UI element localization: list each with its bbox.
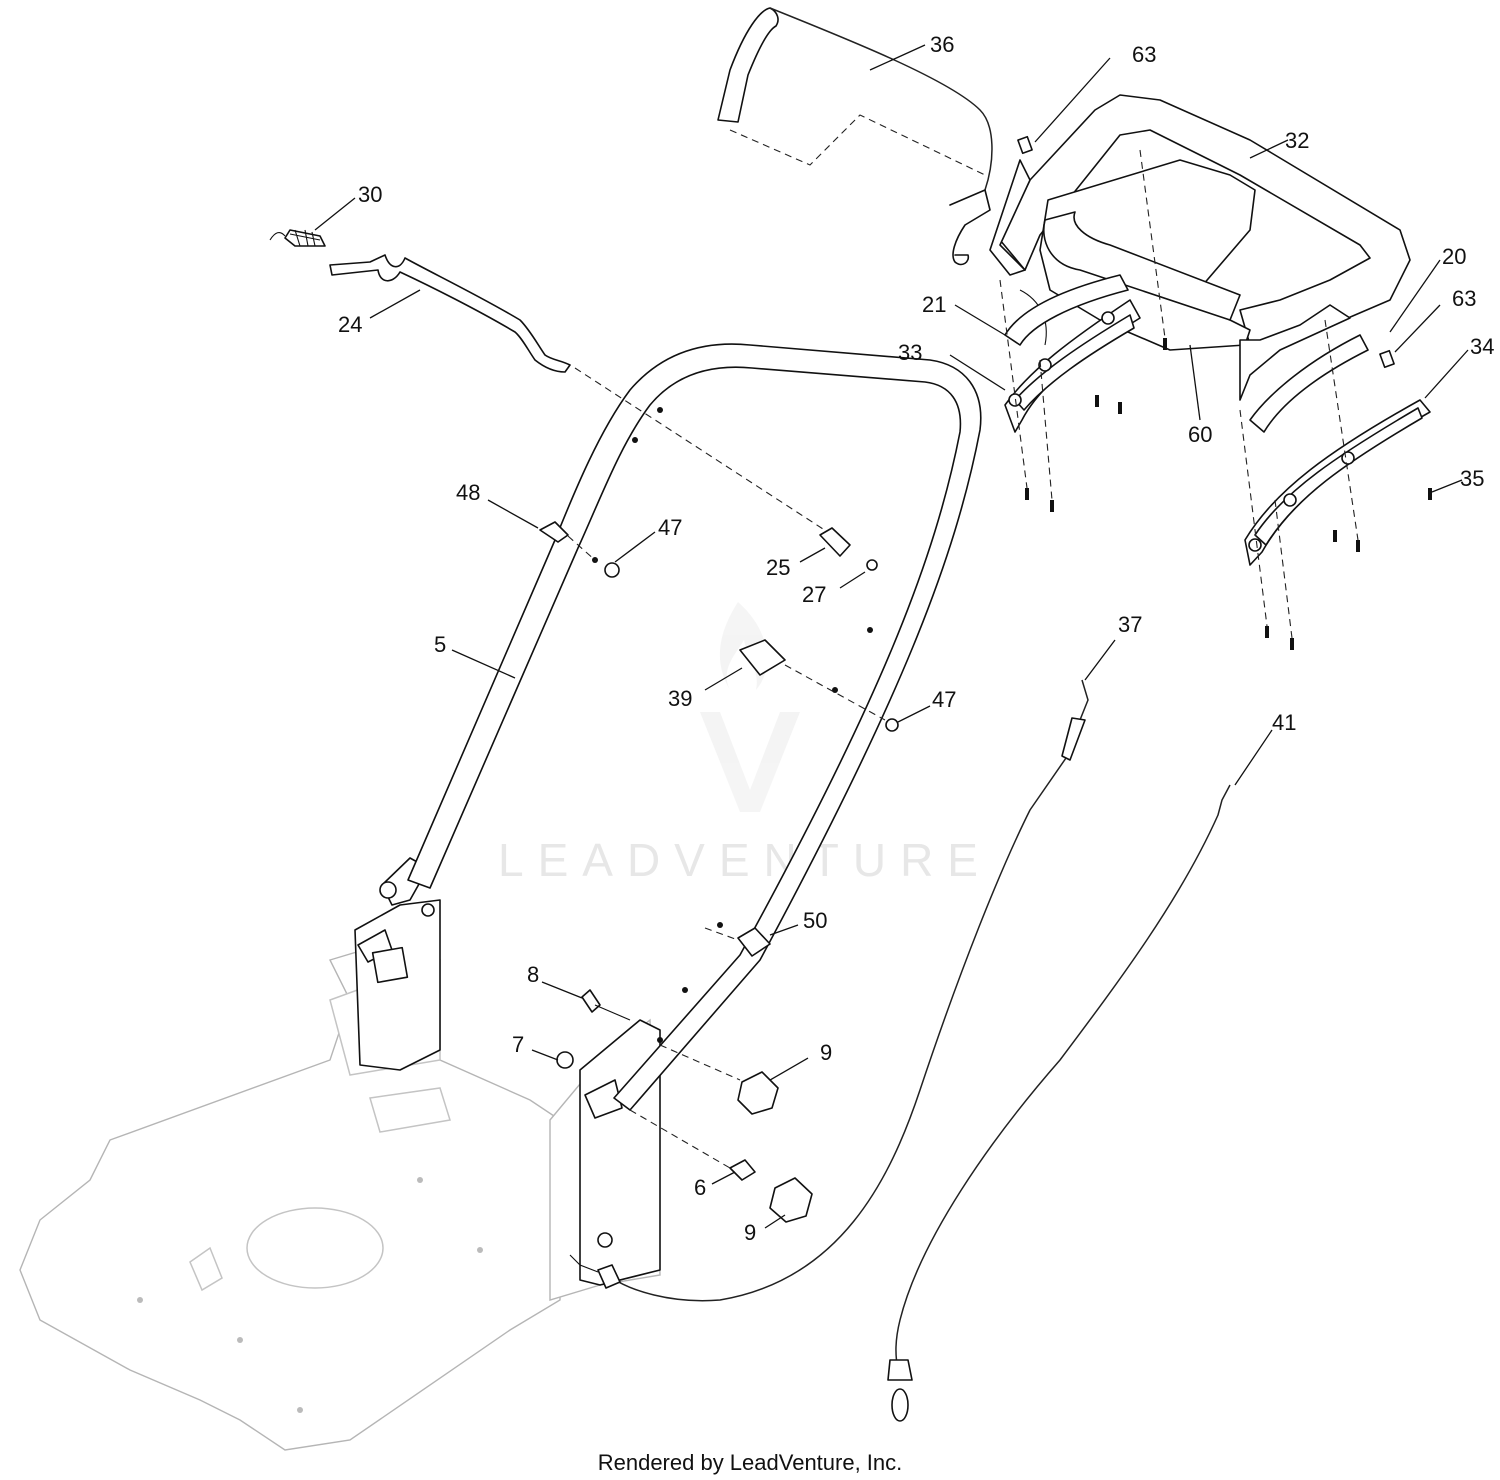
callout-25: 25 xyxy=(766,555,790,580)
small-hardware xyxy=(539,521,899,1223)
watermark-text: LEADVENTURE xyxy=(498,834,992,886)
callout-39: 39 xyxy=(668,686,692,711)
callout-24: 24 xyxy=(338,312,362,337)
callout-5: 5 xyxy=(434,632,446,657)
callout-36: 36 xyxy=(930,32,954,57)
grip-rails xyxy=(1004,274,1431,566)
callout-27: 27 xyxy=(802,582,826,607)
callout-30: 30 xyxy=(358,182,382,207)
callout-8: 8 xyxy=(527,962,539,987)
callout-6: 6 xyxy=(694,1175,706,1200)
callout-63-right: 63 xyxy=(1452,286,1476,311)
callout-48: 48 xyxy=(456,480,480,505)
spring-and-rod xyxy=(269,229,841,541)
callout-41: 41 xyxy=(1272,710,1296,735)
callout-47-lower: 47 xyxy=(932,687,956,712)
pins xyxy=(1017,135,1395,369)
screws xyxy=(999,149,1432,650)
leader-lines xyxy=(314,44,1469,1229)
callout-32: 32 xyxy=(1285,128,1309,153)
mower-deck-ghost xyxy=(19,929,661,1451)
callout-50: 50 xyxy=(803,908,827,933)
cables xyxy=(569,679,1231,1422)
callout-labels: 36 63 32 30 24 21 33 20 63 34 60 35 48 4… xyxy=(338,32,1494,1245)
upper-handle-assembly xyxy=(989,94,1411,401)
callout-33: 33 xyxy=(898,340,922,365)
callout-20: 20 xyxy=(1442,244,1466,269)
callout-9-upper: 9 xyxy=(820,1040,832,1065)
callout-9-lower: 9 xyxy=(744,1220,756,1245)
lower-handle xyxy=(407,343,982,1111)
callout-35: 35 xyxy=(1460,466,1484,491)
footer-credit: Rendered by LeadVenture, Inc. xyxy=(598,1450,903,1475)
callout-37: 37 xyxy=(1118,612,1142,637)
callout-63-top: 63 xyxy=(1132,42,1156,67)
callout-47-upper: 47 xyxy=(658,515,682,540)
callout-60: 60 xyxy=(1188,422,1212,447)
watermark-logo-icon xyxy=(700,602,800,812)
callout-34: 34 xyxy=(1470,334,1494,359)
callout-7: 7 xyxy=(512,1032,524,1057)
callout-21: 21 xyxy=(922,292,946,317)
control-bail xyxy=(717,7,993,266)
left-handle-bracket xyxy=(354,857,441,1071)
